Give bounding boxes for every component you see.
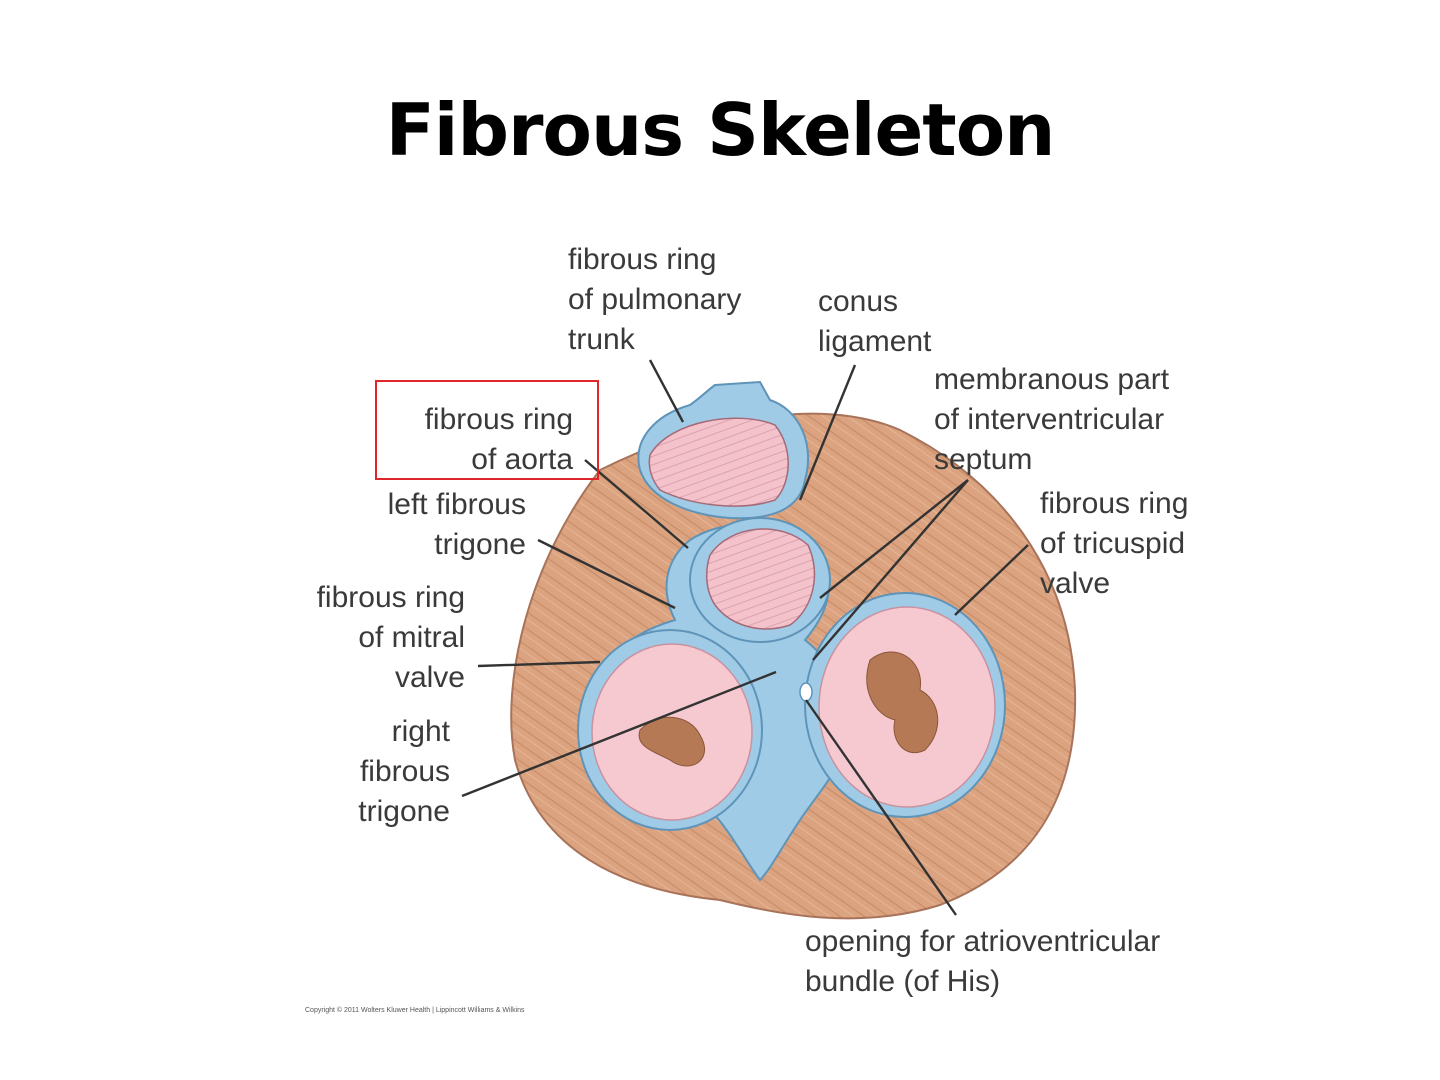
mitral-leaflets [638, 716, 706, 767]
label-tricuspid-ring: fibrous ring of tricuspid valve [1040, 487, 1189, 600]
highlight-box [375, 380, 599, 480]
pulmonary-valve [648, 417, 789, 507]
leader-lines [461, 359, 1029, 916]
label-mitral-ring: fibrous ring of mitral valve [316, 581, 465, 694]
page-title: Fibrous Skeleton [385, 88, 1056, 172]
label-av-bundle-opening: opening for atrioventricular bundle (of … [805, 925, 1161, 998]
tricuspid-leaflets [866, 651, 939, 754]
copyright-notice: Copyright © 2011 Wolters Kluwer Health |… [305, 1007, 525, 1014]
label-pulmonary-ring: fibrous ring of pulmonary trunk [568, 243, 742, 356]
label-left-trigone: left fibrous trigone [387, 488, 526, 561]
aortic-valve [705, 528, 816, 630]
label-right-trigone: right fibrous trigone [358, 715, 450, 828]
label-conus-ligament: conus ligament [818, 285, 932, 358]
label-aortic-ring: fibrous ring of aorta [424, 403, 573, 476]
label-membranous-septum: membranous part of interventricular sept… [934, 363, 1170, 476]
av-bundle-opening [799, 682, 813, 702]
